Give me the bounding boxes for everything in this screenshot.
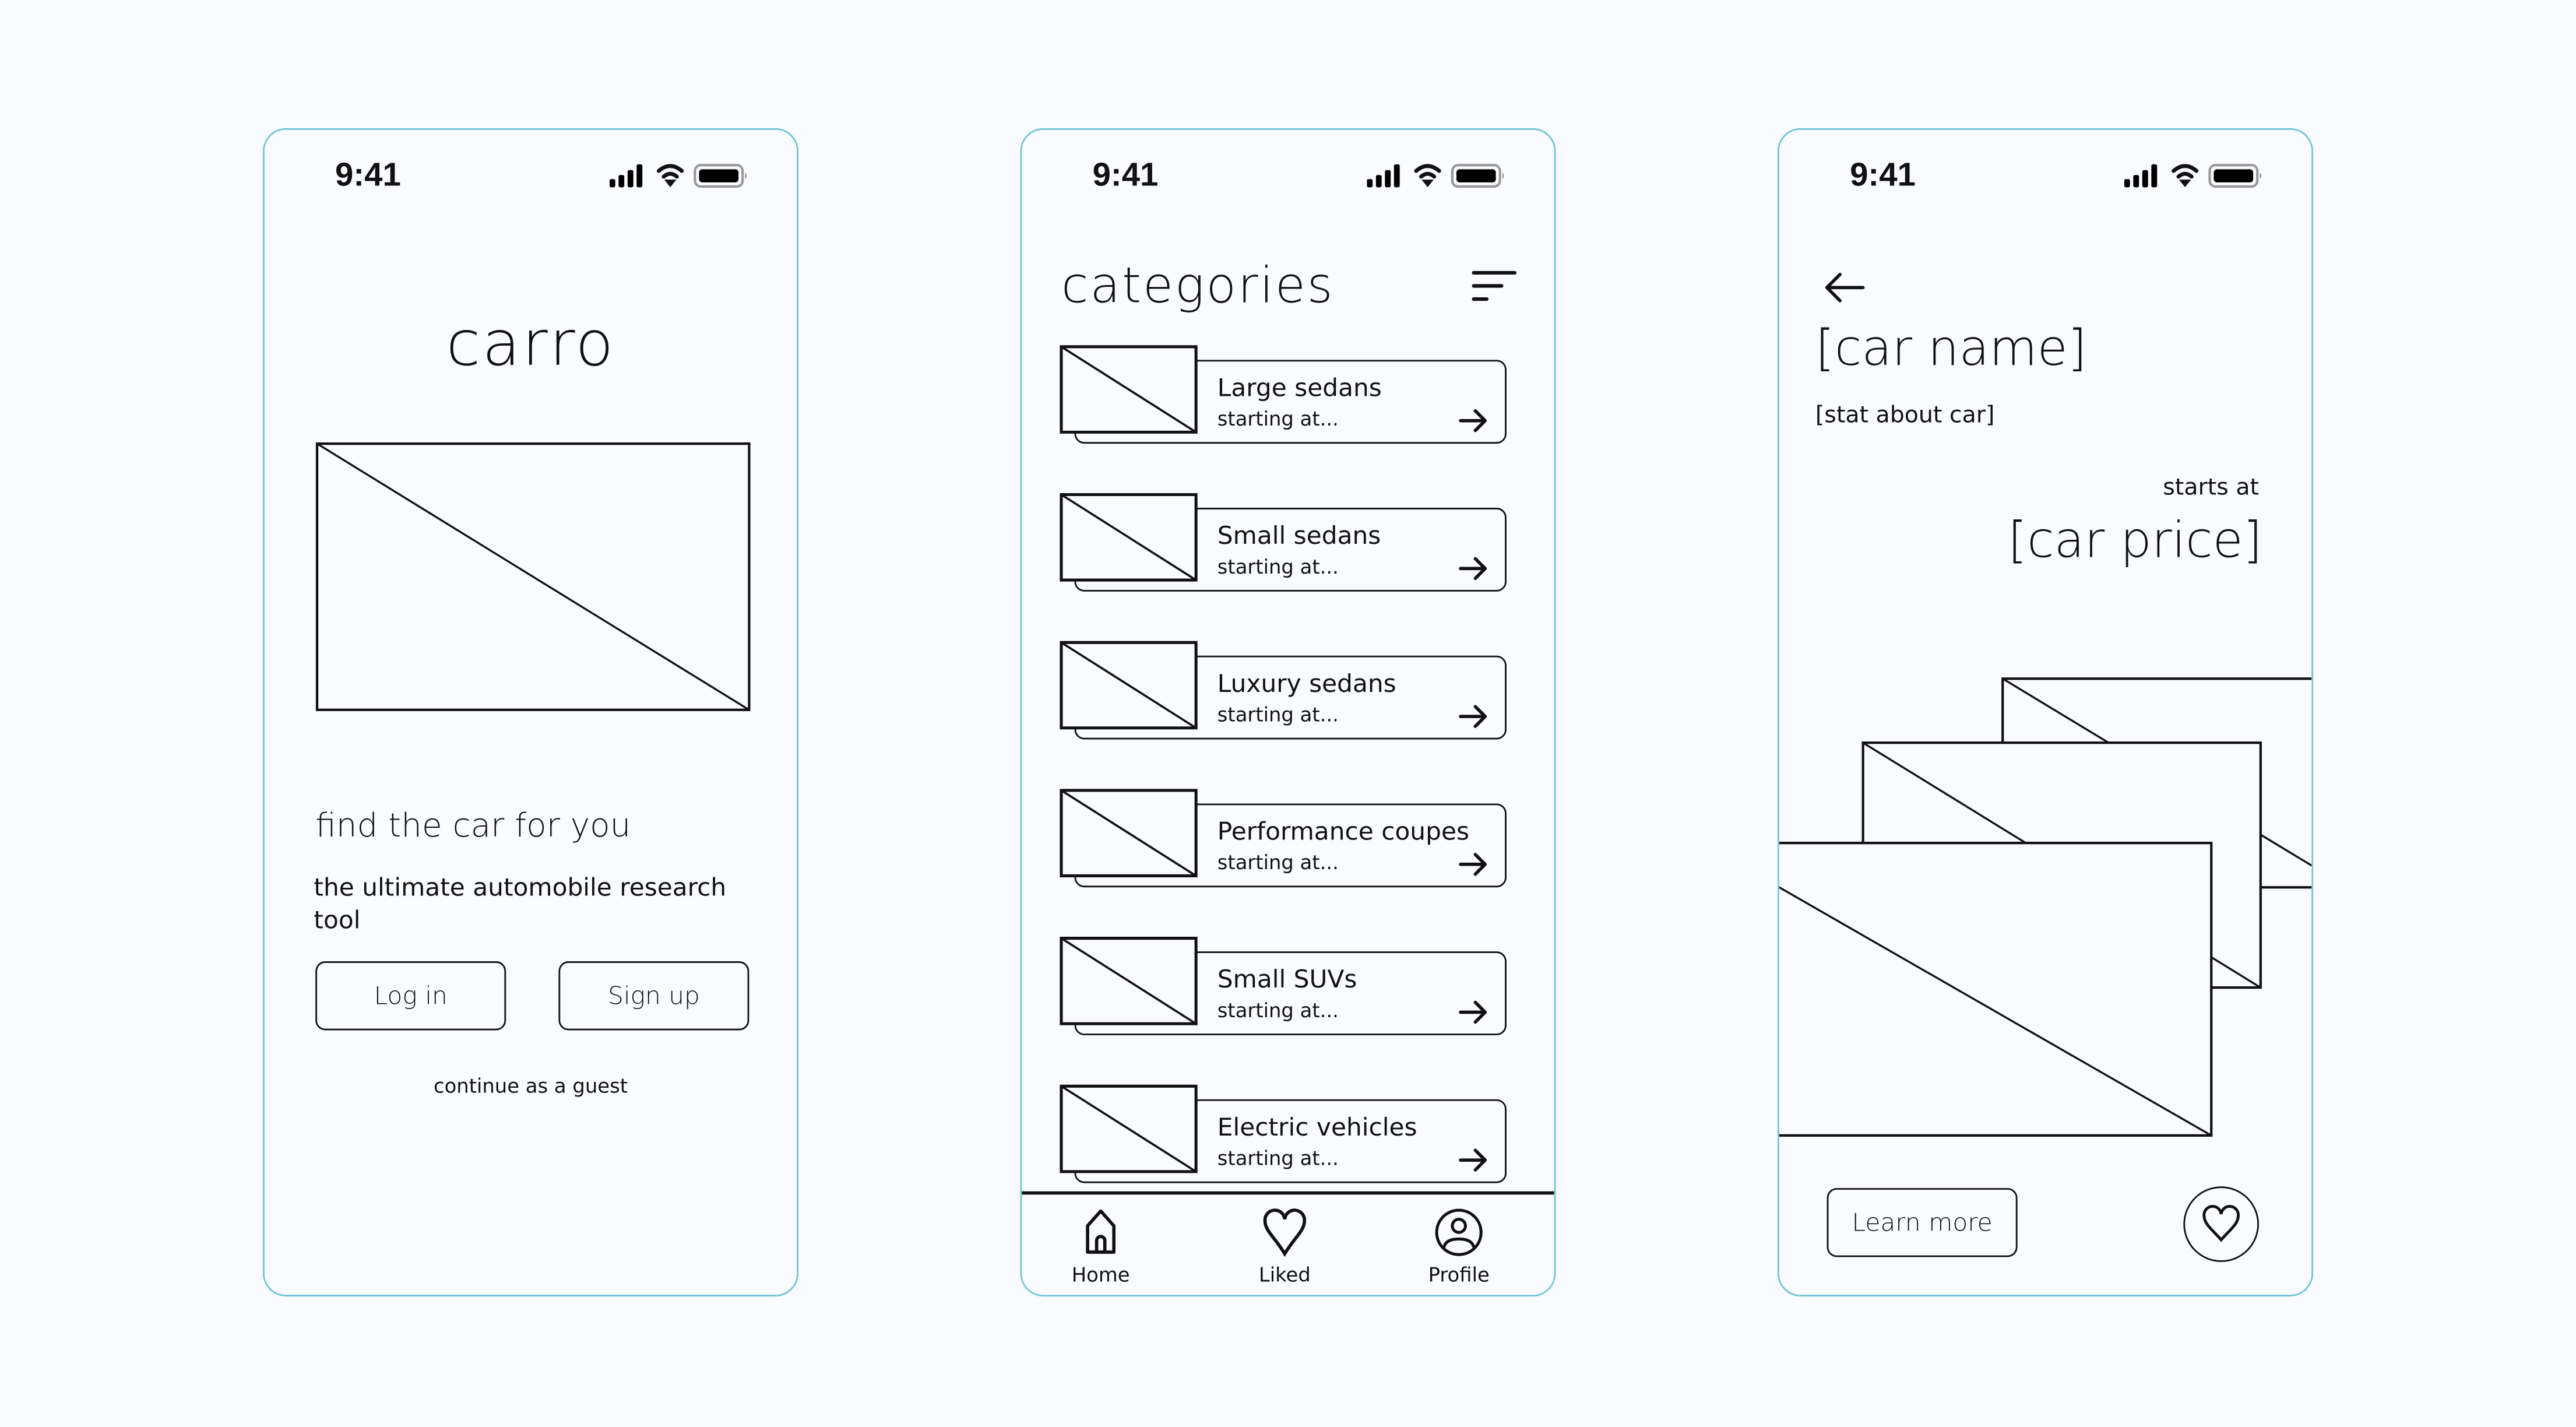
arrow-right-icon [1459,705,1487,728]
category-card[interactable]: Large sedans starting at... [1061,347,1508,445]
nav-home-label: Home [1071,1263,1130,1287]
wifi-icon [2172,164,2199,188]
category-label: Small SUVs [1217,964,1357,994]
status-time: 9:41 [1092,157,1159,194]
battery-icon [2208,164,2262,188]
car-image-placeholder-front [1779,843,2211,1136]
category-card[interactable]: Performance coupes starting at... [1061,790,1508,889]
arrow-right-icon [1459,409,1487,433]
headline: find the car for you [315,805,631,845]
nav-profile-label: Profile [1428,1263,1490,1287]
continue-as-guest-link[interactable]: continue as a guest [433,1074,628,1098]
car-stat: [stat about car] [1815,402,1995,429]
category-image-placeholder [1061,494,1196,580]
category-image-placeholder [1061,790,1196,876]
filter-icon[interactable] [1472,269,1518,305]
category-subtitle: starting at... [1217,1147,1339,1171]
nav-liked-label: Liked [1258,1263,1311,1287]
home-icon [1086,1209,1116,1254]
signup-button[interactable]: Sign up [558,961,749,1031]
heart-icon [2202,1205,2240,1242]
status-icons [1367,164,1504,188]
car-price: [car price] [2008,512,2262,571]
category-card[interactable]: Small SUVs starting at... [1061,939,1508,1037]
signal-icon [2124,164,2158,188]
nav-liked[interactable]: Liked [1227,1208,1342,1287]
category-image-placeholder [1061,642,1196,728]
status-icons [609,164,747,188]
wifi-icon [656,164,684,188]
wifi-icon [1414,164,1441,188]
tagline: the ultimate automobile research tool [314,872,727,935]
back-arrow-icon[interactable] [1824,271,1866,304]
page-title: categories [1061,258,1335,316]
signal-icon [609,164,643,188]
heart-icon [1263,1208,1307,1257]
category-card[interactable]: Small sedans starting at... [1061,494,1508,593]
nav-home[interactable]: Home [1043,1208,1158,1287]
app-logo: carro [446,307,615,380]
learn-more-button[interactable]: Learn more [1827,1188,2018,1257]
status-time: 9:41 [1850,157,1916,194]
category-label: Luxury sedans [1217,669,1396,699]
category-subtitle: starting at... [1217,407,1339,431]
signal-icon [1367,164,1400,188]
arrow-right-icon [1459,557,1487,581]
arrow-right-icon [1459,853,1487,876]
category-label: Large sedans [1217,372,1382,403]
category-subtitle: starting at... [1217,703,1339,726]
category-subtitle: starting at... [1217,555,1339,579]
category-label: Electric vehicles [1217,1112,1417,1143]
bottom-nav: Home Liked Profile [1022,1191,1554,1295]
arrow-right-icon [1459,1148,1487,1172]
category-subtitle: starting at... [1217,851,1339,874]
login-button[interactable]: Log in [315,961,506,1031]
car-name: [car name] [1815,320,2087,378]
profile-icon [1435,1208,1483,1256]
nav-profile[interactable]: Profile [1402,1208,1516,1287]
status-time: 9:41 [335,157,401,194]
category-image-placeholder [1061,347,1196,433]
status-icons [2124,164,2262,188]
category-subtitle: starting at... [1217,999,1339,1022]
category-label: Small sedans [1217,521,1381,551]
price-prefix: starts at [2163,475,2259,501]
category-image-placeholder [1061,1086,1196,1172]
like-button[interactable] [2183,1186,2259,1262]
battery-icon [1451,164,1504,188]
category-card[interactable]: Electric vehicles starting at... [1061,1086,1508,1185]
category-label: Performance coupes [1217,816,1470,846]
battery-icon [694,164,747,188]
hero-image-placeholder [317,444,749,710]
categories-screen: 9:41 categories Large sedans starting at.… [1020,128,1556,1297]
arrow-right-icon [1459,1000,1487,1024]
welcome-screen: 9:41 carro find the car for you the ulti… [263,128,798,1297]
category-image-placeholder [1061,939,1196,1024]
car-detail-screen: 9:41 [car name] [stat about car] starts … [1778,128,2314,1297]
category-card[interactable]: Luxury sedans starting at... [1061,642,1508,741]
